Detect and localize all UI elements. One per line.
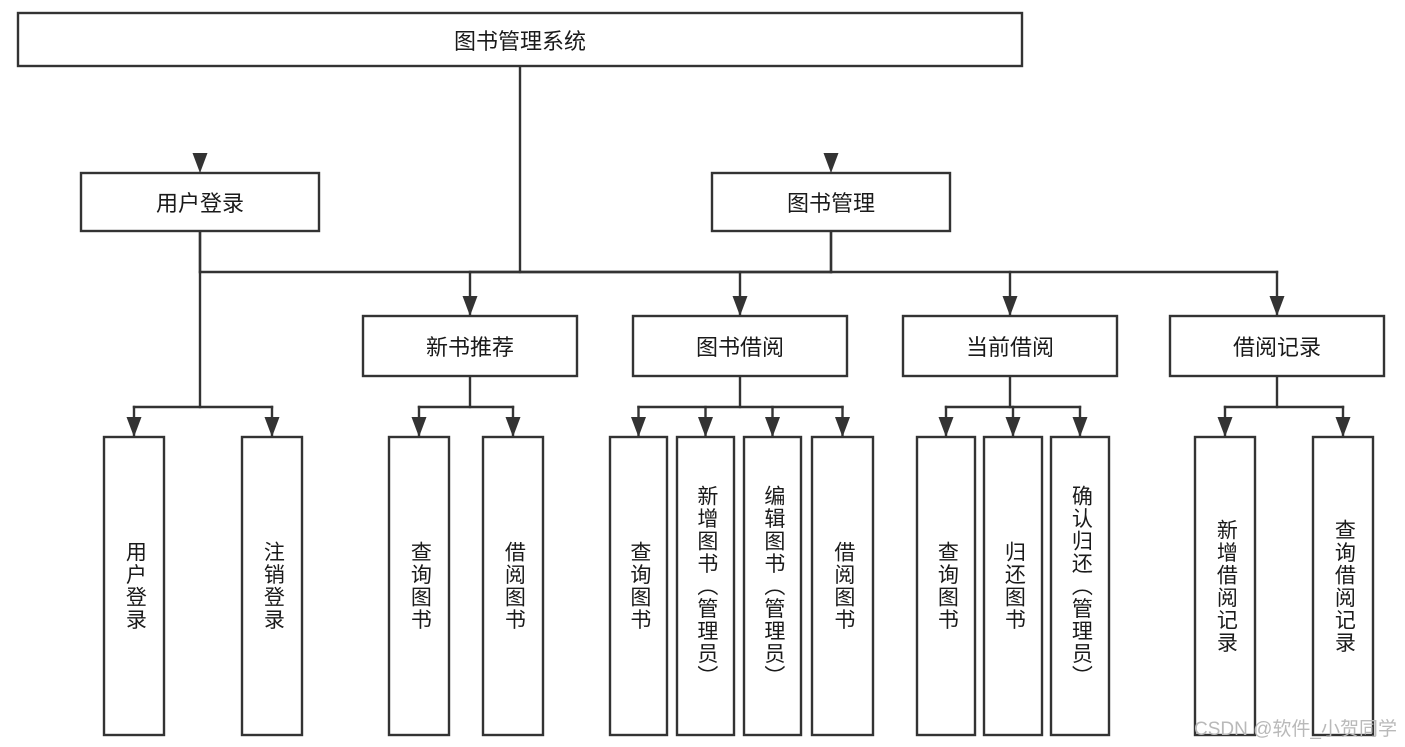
node-box-leaf-query-book-3 (915, 435, 977, 737)
arrow-head-book-manage-to-current-borrow (1002, 296, 1018, 316)
node-box-layer (16, 11, 1386, 737)
arrow-head-new-book-rec-to-leaf-borrow-book-1 (505, 417, 521, 437)
node-box-borrow-record (1168, 314, 1386, 378)
node-box-leaf-query-book-1 (387, 435, 451, 737)
node-box-leaf-confirm-return (1049, 435, 1111, 737)
node-box-leaf-edit-book (742, 435, 803, 737)
node-box-leaf-borrow-book-2 (810, 435, 875, 737)
node-box-leaf-query-record (1311, 435, 1375, 737)
arrow-head-current-borrow-to-leaf-query-book-3 (938, 417, 954, 437)
arrow-head-user-login-to-leaf-user-logout (264, 417, 280, 437)
arrow-head-borrow-record-to-leaf-add-record (1217, 417, 1233, 437)
arrow-head-book-manage-to-book-borrow (732, 296, 748, 316)
arrow-head-book-borrow-to-leaf-add-book (698, 417, 713, 437)
arrow-head-book-borrow-to-leaf-borrow-book-2 (835, 417, 850, 437)
node-box-leaf-user-login (102, 435, 166, 737)
arrow-head-current-borrow-to-leaf-confirm-return (1072, 417, 1088, 437)
node-box-book-manage (710, 171, 952, 233)
node-box-book-borrow (631, 314, 849, 378)
node-box-user-login (79, 171, 321, 233)
node-box-leaf-return-book (982, 435, 1044, 737)
node-box-leaf-query-book-2 (608, 435, 669, 737)
arrow-head-root-to-book-manage (823, 153, 839, 173)
node-box-leaf-add-record (1193, 435, 1257, 737)
arrow-head-book-borrow-to-leaf-edit-book (765, 417, 780, 437)
connector-layer (126, 64, 1351, 439)
node-box-leaf-add-book (675, 435, 736, 737)
arrow-head-book-manage-to-borrow-record (1269, 296, 1285, 316)
arrow-head-book-borrow-to-leaf-query-book-2 (631, 417, 646, 437)
arrow-head-current-borrow-to-leaf-return-book (1005, 417, 1021, 437)
arrow-head-borrow-record-to-leaf-query-record (1335, 417, 1351, 437)
arrow-head-book-manage-to-new-book-rec (462, 296, 478, 316)
node-box-current-borrow (901, 314, 1119, 378)
node-box-root (16, 11, 1024, 68)
arrow-head-new-book-rec-to-leaf-query-book-1 (411, 417, 427, 437)
arrow-head-root-to-user-login (192, 153, 208, 173)
node-box-new-book-rec (361, 314, 579, 378)
node-box-leaf-borrow-book-1 (481, 435, 545, 737)
arrow-head-user-login-to-leaf-user-login (126, 417, 142, 437)
node-box-leaf-user-logout (240, 435, 304, 737)
